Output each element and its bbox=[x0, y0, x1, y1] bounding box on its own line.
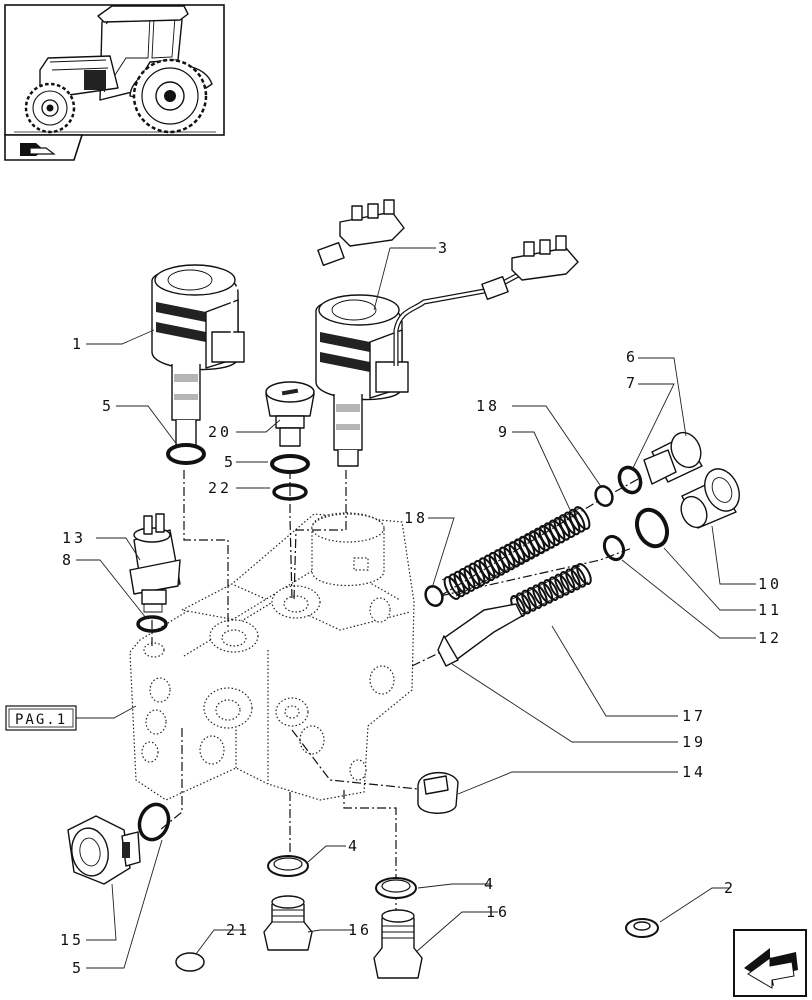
o-ring-5-lower[interactable] bbox=[135, 800, 174, 843]
callout-20: 20 bbox=[208, 423, 232, 441]
plug-16-left[interactable] bbox=[263, 895, 313, 951]
callout-14: 14 bbox=[682, 763, 706, 781]
callout-16-left: 16 bbox=[348, 921, 372, 939]
callout-19: 19 bbox=[682, 733, 706, 751]
callout-8: 8 bbox=[62, 551, 74, 569]
o-ring-5-center[interactable] bbox=[270, 454, 310, 474]
o-ring-12[interactable] bbox=[601, 533, 627, 562]
callout-12: 12 bbox=[758, 629, 782, 647]
washer-4-left[interactable] bbox=[267, 855, 309, 877]
callout-10: 10 bbox=[758, 575, 782, 593]
plug-20[interactable] bbox=[265, 381, 315, 447]
washer-18-top[interactable] bbox=[593, 484, 616, 509]
callout-6: 6 bbox=[626, 348, 638, 366]
plug-10[interactable] bbox=[676, 463, 745, 531]
callout-1: 1 bbox=[72, 335, 84, 353]
cap-21[interactable] bbox=[175, 952, 205, 972]
o-ring-8[interactable] bbox=[136, 615, 168, 633]
callout-5-left: 5 bbox=[102, 397, 114, 415]
valve-body[interactable] bbox=[129, 512, 415, 801]
solenoid-valve-right[interactable] bbox=[315, 235, 579, 467]
callout-18-bottom: 18 bbox=[404, 509, 428, 527]
callout-13: 13 bbox=[62, 529, 86, 547]
callout-17: 17 bbox=[682, 707, 706, 725]
spool-19[interactable] bbox=[437, 603, 523, 667]
callout-22: 22 bbox=[208, 479, 232, 497]
tractor-thumbnail[interactable] bbox=[4, 4, 225, 136]
page-reference-label: PAG.1 bbox=[15, 712, 67, 728]
callout-leaders bbox=[76, 247, 756, 969]
callout-11: 11 bbox=[758, 601, 782, 619]
plug-16-right[interactable] bbox=[373, 909, 423, 979]
callout-15: 15 bbox=[60, 931, 84, 949]
callout-18-top: 18 bbox=[476, 397, 500, 415]
callout-7: 7 bbox=[626, 374, 638, 392]
washer-4-right[interactable] bbox=[375, 877, 417, 899]
o-ring-7[interactable] bbox=[615, 464, 644, 496]
washer-11[interactable] bbox=[631, 505, 672, 551]
o-ring-5-left[interactable] bbox=[166, 443, 206, 465]
callout-4-left: 4 bbox=[348, 837, 360, 855]
next-page-arrow-icon[interactable] bbox=[733, 929, 807, 997]
callout-2: 2 bbox=[724, 879, 736, 897]
spring-17[interactable] bbox=[508, 562, 593, 618]
callout-5-center: 5 bbox=[224, 453, 236, 471]
callout-3: 3 bbox=[438, 239, 450, 257]
solenoid-valve-left[interactable] bbox=[151, 199, 405, 447]
back-link-icon[interactable] bbox=[4, 134, 84, 161]
page-reference-box[interactable]: PAG.1 bbox=[5, 705, 77, 731]
callout-5-bottom: 5 bbox=[72, 959, 84, 977]
washer-18-bottom[interactable] bbox=[423, 584, 446, 609]
pressure-switch-13[interactable] bbox=[129, 513, 181, 613]
spring-9[interactable] bbox=[441, 505, 593, 601]
plug-14[interactable] bbox=[417, 771, 459, 814]
callout-4-right: 4 bbox=[484, 875, 496, 893]
plug-6[interactable] bbox=[643, 428, 706, 485]
o-ring-22[interactable] bbox=[272, 483, 308, 501]
callout-21: 21 bbox=[226, 921, 250, 939]
fitting-15[interactable] bbox=[67, 815, 141, 885]
washer-2[interactable] bbox=[625, 918, 659, 938]
callout-9: 9 bbox=[498, 423, 510, 441]
callout-labels: 1 3 6 7 18 9 5 20 5 22 13 8 18 10 11 12 … bbox=[60, 239, 782, 977]
callout-16-right: 16 bbox=[486, 903, 510, 921]
